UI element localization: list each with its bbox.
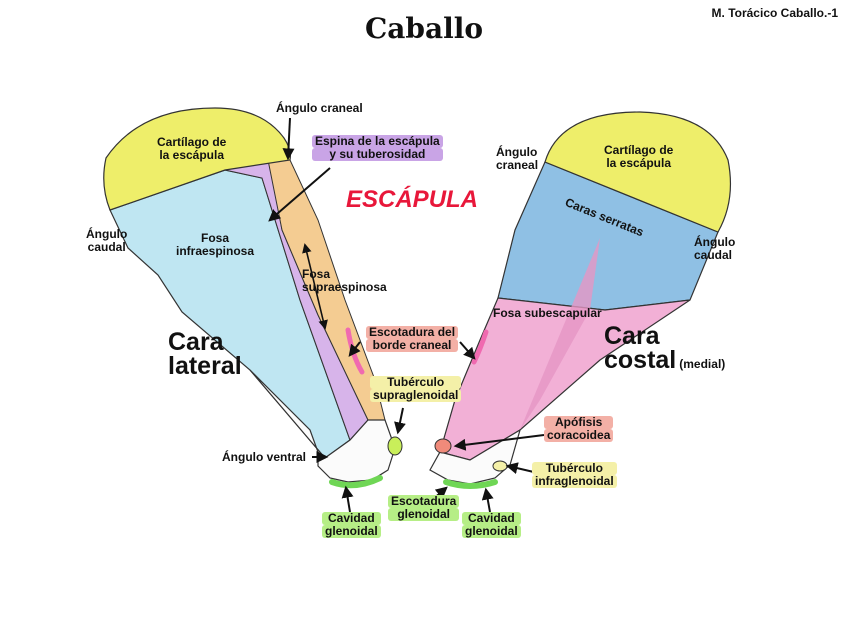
label-line: glenoidal xyxy=(462,525,521,538)
label-tuberculo-infraglenoidal: Tubérculo infraglenoidal xyxy=(532,462,617,488)
label-fosa-infraespinosa: Fosa infraespinosa xyxy=(176,232,254,258)
face-note: (medial) xyxy=(679,357,726,371)
subject-title: ESCÁPULA xyxy=(346,186,479,213)
page-title: Caballo xyxy=(364,12,484,45)
label-line: Espina de la escápula xyxy=(312,135,443,148)
label-cavidad-costal: Cavidad glenoidal xyxy=(462,512,521,538)
cartilage-lateral xyxy=(103,107,291,211)
label-line: glenoidal xyxy=(322,525,381,538)
face-line: lateral xyxy=(168,352,242,380)
label-line: Cavidad xyxy=(462,512,521,525)
label-angulo-ventral: Ángulo ventral xyxy=(222,450,307,464)
label-line: Cavidad xyxy=(322,512,381,525)
label-fosa-subescapular: Fosa subescapular xyxy=(493,306,602,320)
label-line: la escápula xyxy=(606,156,672,170)
label-line: Apófisis xyxy=(544,416,614,429)
coracoid-process xyxy=(434,438,452,454)
label-line: Escotadura del xyxy=(366,326,459,339)
label-line: infraglenoidal xyxy=(532,475,617,488)
costal-scapula xyxy=(429,111,732,489)
face-line: Cara xyxy=(168,328,224,356)
label-angulo-caudal-lateral: Ángulo caudal xyxy=(86,228,127,254)
infraglenoid-tubercle xyxy=(492,460,508,472)
label-cartilago-lateral: Cartílago de la escápula xyxy=(157,136,226,162)
lateral-scapula xyxy=(103,107,403,489)
label-line: Ángulo xyxy=(496,145,538,159)
label-line: Escotadura xyxy=(388,495,460,508)
face-line: Cara xyxy=(604,322,660,350)
label-apofisis-coracoidea: Apófisis coracoidea xyxy=(544,416,614,442)
label-espina: Espina de la escápula y su tuberosidad xyxy=(312,135,443,161)
label-line: infraespinosa xyxy=(176,244,255,258)
label-line: supraespinosa xyxy=(302,280,387,294)
label-line: caudal xyxy=(694,248,733,262)
face-line: costal xyxy=(604,346,677,374)
label-cartilago-costal: Cartílago de la escápula xyxy=(604,144,673,170)
label-line: caudal xyxy=(87,240,126,254)
supraglenoid-tubercle xyxy=(387,436,403,456)
label-escotadura-borde-craneal: Escotadura del borde craneal xyxy=(366,326,459,352)
label-line: Fosa xyxy=(201,231,230,245)
label-fosa-supraespinosa: Fosa supraespinosa xyxy=(302,268,387,294)
face-title-lateral: Cara lateral xyxy=(168,328,242,380)
label-line: la escápula xyxy=(159,148,225,162)
face-title-costal: Cara costal(medial) xyxy=(604,324,725,376)
label-line: Tubérculo xyxy=(532,462,617,475)
slide-label: M. Torácico Caballo.-1 xyxy=(711,6,838,20)
label-line: Cartílago de xyxy=(604,143,674,157)
label-line: Cartílago de xyxy=(157,135,227,149)
label-tuberculo-supraglenoidal: Tubérculo supraglenoidal xyxy=(370,376,462,402)
label-line: Fosa xyxy=(302,267,331,281)
label-line: Ángulo xyxy=(694,235,736,249)
label-cavidad-lateral: Cavidad glenoidal xyxy=(322,512,381,538)
label-line: glenoidal xyxy=(388,508,460,521)
label-line: coracoidea xyxy=(544,429,614,442)
cranial-notch-costal xyxy=(471,329,489,365)
label-line: Ángulo xyxy=(86,227,128,241)
label-line: y su tuberosidad xyxy=(312,148,443,161)
label-angulo-caudal-costal: Ángulo caudal xyxy=(694,236,735,262)
label-escotadura-glenoidal: Escotadura glenoidal xyxy=(388,495,460,521)
label-line: craneal xyxy=(496,158,539,172)
label-line: supraglenoidal xyxy=(370,389,462,402)
subscapular-triangle xyxy=(520,238,600,430)
cartilage-costal xyxy=(544,111,732,233)
label-angulo-craneal-costal: Ángulo craneal xyxy=(496,146,538,172)
label-line: Tubérculo xyxy=(370,376,462,389)
label-line: borde craneal xyxy=(366,339,459,352)
glenoid-rim-lateral xyxy=(329,475,383,489)
pointer-arrows xyxy=(268,117,545,513)
glenoid-rim-costal xyxy=(443,479,498,489)
label-angulo-craneal-lateral: Ángulo craneal xyxy=(276,101,363,115)
